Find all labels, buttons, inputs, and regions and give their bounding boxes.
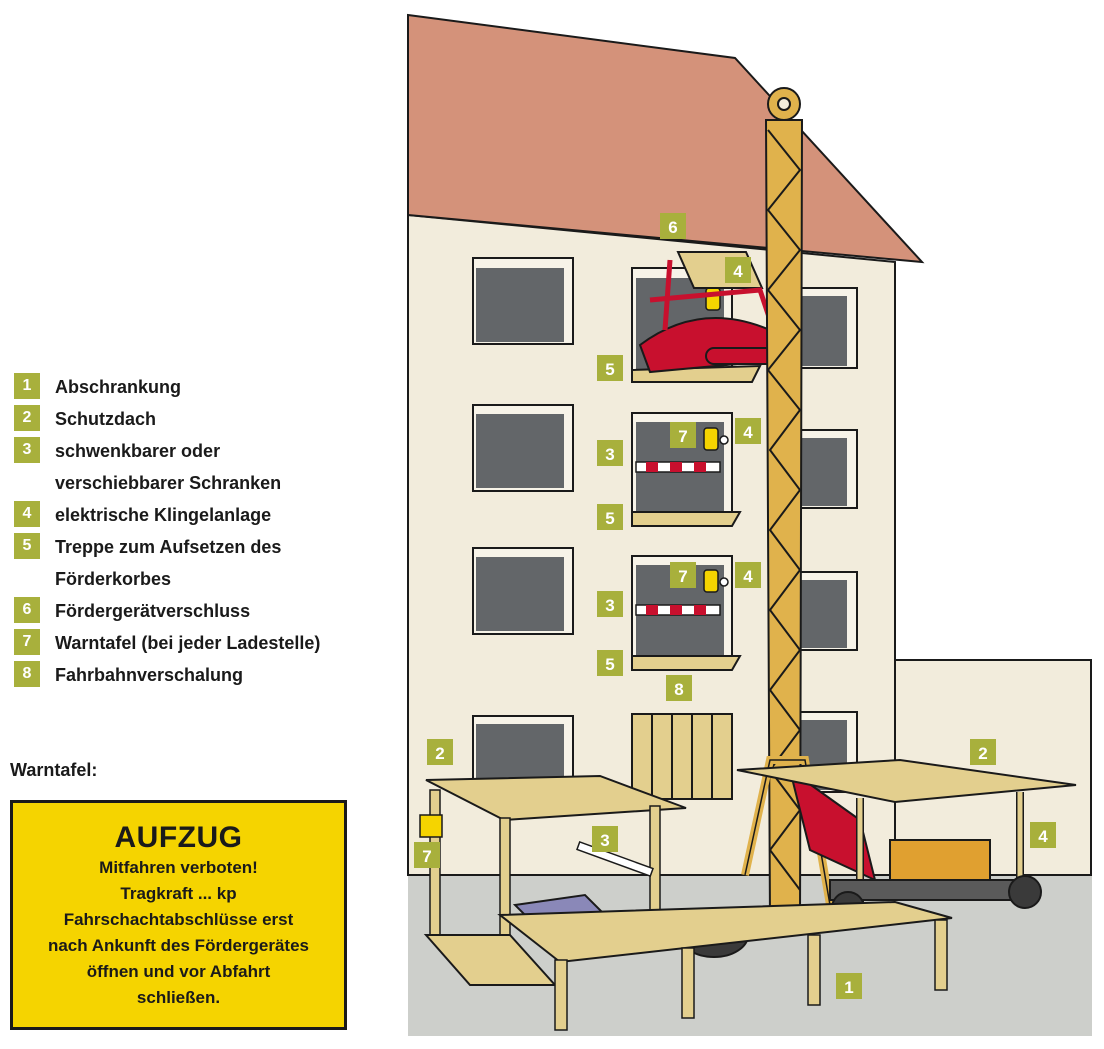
legend-number: 6 xyxy=(14,597,40,623)
legend-label-line: schwenkbarer oder xyxy=(55,441,221,461)
tag-7: 7 xyxy=(670,562,696,588)
tag-5: 5 xyxy=(597,355,623,381)
legend-label: Fördergerätverschluss xyxy=(55,601,251,621)
platform-steps xyxy=(631,364,762,671)
svg-text:5: 5 xyxy=(605,509,614,528)
svg-text:4: 4 xyxy=(733,262,743,281)
tag-6: 6 xyxy=(660,213,686,239)
tag-4: 4 xyxy=(735,418,761,444)
svg-text:7: 7 xyxy=(678,567,687,586)
tag-8: 8 xyxy=(666,675,692,701)
legend-label: Fahrbahnverschalung xyxy=(55,665,244,685)
legend-item-3: 3 schwenkbarer oder verschiebbarer Schra… xyxy=(14,436,344,500)
svg-text:4: 4 xyxy=(1038,827,1048,846)
svg-text:5: 5 xyxy=(605,655,614,674)
tag-4: 4 xyxy=(1030,822,1056,848)
tag-1: 1 xyxy=(836,973,862,999)
protective-roof-left xyxy=(419,774,687,986)
warntafel-sign: AUFZUG Mitfahren verboten! Tragkraft ...… xyxy=(10,800,347,1030)
svg-text:4: 4 xyxy=(743,567,753,586)
tag-2: 2 xyxy=(427,739,453,765)
tag-2: 2 xyxy=(970,739,996,765)
svg-text:8: 8 xyxy=(674,680,683,699)
tag-3: 3 xyxy=(597,591,623,617)
warntafel-line: nach Ankunft des Fördergerätes xyxy=(47,936,310,955)
legend-label-line: Förderkorbes xyxy=(55,569,172,589)
legend-number: 7 xyxy=(14,629,40,655)
warntafel-line: schließen. xyxy=(136,988,221,1007)
svg-text:3: 3 xyxy=(605,596,614,615)
legend-item-8: 8 Fahrbahnverschalung xyxy=(14,660,344,692)
legend-item-4: 4 elektrische Klingelanlage xyxy=(14,500,344,532)
legend-item-2: 2 Schutzdach xyxy=(14,404,344,436)
svg-text:2: 2 xyxy=(435,744,444,763)
legend-item-1: 1 Abschrankung xyxy=(14,372,344,404)
warntafel-line: Mitfahren verboten! xyxy=(99,858,258,877)
tag-3: 3 xyxy=(592,826,618,852)
legend-number: 4 xyxy=(14,501,40,527)
svg-text:1: 1 xyxy=(844,978,853,997)
tag-7: 7 xyxy=(670,422,696,448)
legend-number: 3 xyxy=(14,437,40,463)
warntafel-title: AUFZUG xyxy=(114,821,243,854)
tag-4: 4 xyxy=(735,562,761,588)
legend-label-line: verschiebbarer Schranken xyxy=(55,473,282,493)
warntafel-line: öffnen und vor Abfahrt xyxy=(86,962,271,981)
legend-label: Schutzdach xyxy=(55,409,157,429)
svg-text:7: 7 xyxy=(422,847,431,866)
legend-item-6: 6 Fördergerätverschluss xyxy=(14,596,344,628)
svg-text:2: 2 xyxy=(978,744,987,763)
barrier-fence xyxy=(497,900,953,1031)
winch-machine xyxy=(829,839,1042,925)
svg-text:5: 5 xyxy=(605,360,614,379)
hoist-platform xyxy=(638,251,783,374)
tag-5: 5 xyxy=(597,650,623,676)
svg-text:4: 4 xyxy=(743,423,753,442)
tag-5: 5 xyxy=(597,504,623,530)
tag-7: 7 xyxy=(414,842,440,868)
svg-text:3: 3 xyxy=(600,831,609,850)
legend-label: Warntafel (bei jeder Ladestelle) xyxy=(55,633,321,653)
windows-right xyxy=(794,287,858,793)
legend: 1 Abschrankung 2 Schutzdach 3 schwenkbar… xyxy=(14,372,344,692)
warntafel-line: Fahrschachtabschlüsse erst xyxy=(63,910,294,929)
tag-3: 3 xyxy=(597,440,623,466)
warntafel-label: Warntafel: xyxy=(10,760,98,780)
legend-number: 5 xyxy=(14,533,40,559)
legend-number: 8 xyxy=(14,661,40,687)
legend-label: schwenkbarer oder verschiebbarer Schrank… xyxy=(55,435,281,499)
legend-number: 1 xyxy=(14,373,40,399)
legend-number: 2 xyxy=(14,405,40,431)
legend-label: Abschrankung xyxy=(55,377,182,397)
legend-item-5: 5 Treppe zum Aufsetzen des Förderkorbes xyxy=(14,532,344,596)
tag-4: 4 xyxy=(725,257,751,283)
legend-label: Treppe zum Aufsetzen des Förderkorbes xyxy=(55,531,281,595)
hoist-tower xyxy=(741,87,877,923)
svg-text:3: 3 xyxy=(605,445,614,464)
swing-barriers xyxy=(635,461,721,616)
warntafel-line: Tragkraft ... kp xyxy=(120,884,237,903)
legend-item-7: 7 Warntafel (bei jeder Ladestelle) xyxy=(14,628,344,660)
legend-label-line: Treppe zum Aufsetzen des xyxy=(55,537,282,557)
svg-text:7: 7 xyxy=(678,427,687,446)
legend-label: elektrische Klingelanlage xyxy=(55,505,272,525)
svg-text:6: 6 xyxy=(668,218,677,237)
